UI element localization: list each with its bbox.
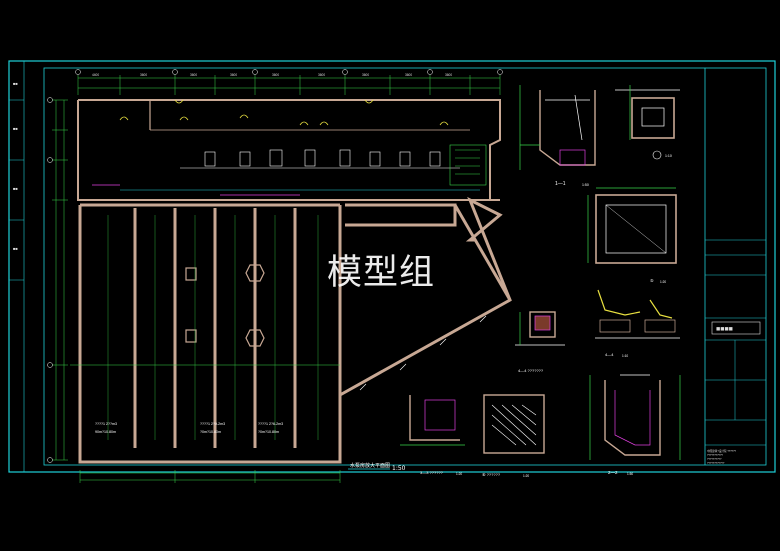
section-4-4-drawing (515, 311, 565, 346)
svg-text:■■: ■■ (13, 186, 18, 191)
sheet-border (8, 60, 776, 473)
svg-text:3600: 3600 (318, 73, 325, 77)
tank-label-3: ????1 2?6-2m3 (258, 422, 283, 426)
magenta-markers (92, 184, 300, 196)
detail-6-label: ⑥ ?????? (482, 472, 501, 477)
detail-5-scale: 1:20 (660, 280, 666, 284)
yellow-fixtures (119, 99, 449, 126)
detail-4-4b-title: 4—4 1:10 (605, 352, 628, 358)
tank-partitions (133, 208, 297, 448)
detail-1-title: 1:10 (652, 150, 672, 160)
svg-text:■■: ■■ (13, 126, 18, 131)
top-dimension-text: 4400 3600 3600 3600 3600 3600 3600 3600 3600 (92, 73, 452, 77)
title-block-grid (705, 239, 766, 446)
svg-text:3600: 3600 (362, 73, 369, 77)
section-3-3-label: 3—3 ?????? (420, 470, 444, 475)
title-block-logo: ■■■■ (711, 321, 761, 335)
tank-label-1: ????1 2??m3 (95, 422, 117, 426)
section-2-2-drawing (589, 374, 681, 460)
svg-text:■■■■: ■■■■ (716, 326, 733, 333)
section-4-4-label: 4—4 ??????? (518, 368, 544, 373)
tank-dims-3: ?0m?10.80m (258, 430, 279, 434)
svg-text:4400: 4400 (92, 73, 99, 77)
detail-5-label: ⑤ (650, 278, 654, 283)
detail-6-title: ⑥ ?????? 1:20 (482, 472, 529, 478)
section-1-1-title: 1—1 1:50 (555, 181, 589, 187)
detail-1-scale: 1:10 (665, 154, 672, 158)
tank-vertical-guides (107, 215, 319, 440)
left-grid-bubbles (47, 97, 53, 463)
watermark-text: 模型组 (327, 253, 436, 293)
svg-text:3600: 3600 (405, 73, 412, 77)
detail-1-drawing (615, 85, 680, 140)
section-1-1-scale: 1:50 (582, 183, 589, 187)
svg-text:■■: ■■ (13, 246, 18, 251)
company-line-4: ???????????? (707, 461, 725, 465)
company-line-1: 中国建筑?设计院 ?????? (707, 449, 737, 453)
binding-strip-rows (9, 99, 24, 281)
section-4-4-title: 4—4 ??????? (518, 368, 544, 373)
section-3-3-title: 3—3 ?????? 1:20 (420, 470, 462, 476)
svg-text:3600: 3600 (140, 73, 147, 77)
svg-text:3600: 3600 (190, 73, 197, 77)
tank-labels: ????1 2??m3 90m?10.80m ????1 2?0-2m3 ?0m… (95, 422, 283, 434)
detail-4-4b-scale: 1:10 (622, 354, 628, 358)
plan-title-group: 水泵房放大平面图 1:50 (348, 462, 406, 472)
left-dimension-lines (52, 99, 68, 461)
tank-label-2: ????1 2?0-2m3 (200, 422, 225, 426)
tank-dims-2: ?0m?10.80m (200, 430, 221, 434)
top-dimension-lines (77, 75, 501, 95)
svg-text:3600: 3600 (272, 73, 279, 77)
section-2-2-scale: 1:50 (627, 472, 633, 476)
detail-4-4b-label: 4—4 (605, 352, 614, 357)
pump-equipment (120, 144, 487, 191)
baffle-nodes (185, 264, 265, 347)
water-tank-walls (78, 196, 512, 464)
section-3-3-drawing (400, 395, 465, 446)
detail-5-drawing (587, 187, 677, 264)
main-plan: 4400 3600 3600 3600 3600 3600 3600 3600 3600 (47, 69, 512, 483)
diagonal-tick-marks (359, 315, 487, 391)
detail-4-4-drawing (595, 289, 680, 339)
title-block-company: 中国建筑?设计院 ?????? ??????????? ?????????? ?… (707, 449, 737, 465)
plan-scale: 1:50 (392, 465, 406, 472)
section-2-2-label: 2—2 (608, 470, 618, 475)
section-2-2-title: 2—2 1:50 (608, 470, 633, 476)
plan-title: 水泵房放大平面图 (350, 462, 390, 469)
top-grid-bubbles (75, 69, 503, 75)
detail-5-title: ⑤ 1:20 (650, 278, 666, 284)
company-line-2: ??????????? (707, 453, 723, 457)
svg-text:■■: ■■ (13, 81, 18, 86)
binding-strip-text: ■■ ■■ ■■ ■■ (13, 81, 18, 251)
inner-border (43, 67, 767, 466)
svg-text:3600: 3600 (230, 73, 237, 77)
tank-dims-1: 90m?10.80m (95, 430, 116, 434)
detail-6-scale: 1:20 (523, 474, 529, 478)
pump-room-walls (77, 99, 501, 201)
company-line-3: ?????????? (707, 457, 722, 461)
detail-6-drawing (483, 394, 545, 454)
section-3-3-scale: 1:20 (456, 472, 462, 476)
tank-dimension-lines (70, 364, 341, 483)
svg-text:3600: 3600 (445, 73, 452, 77)
section-1-1-label: 1—1 (555, 181, 566, 187)
section-1-1-drawing (519, 85, 596, 170)
